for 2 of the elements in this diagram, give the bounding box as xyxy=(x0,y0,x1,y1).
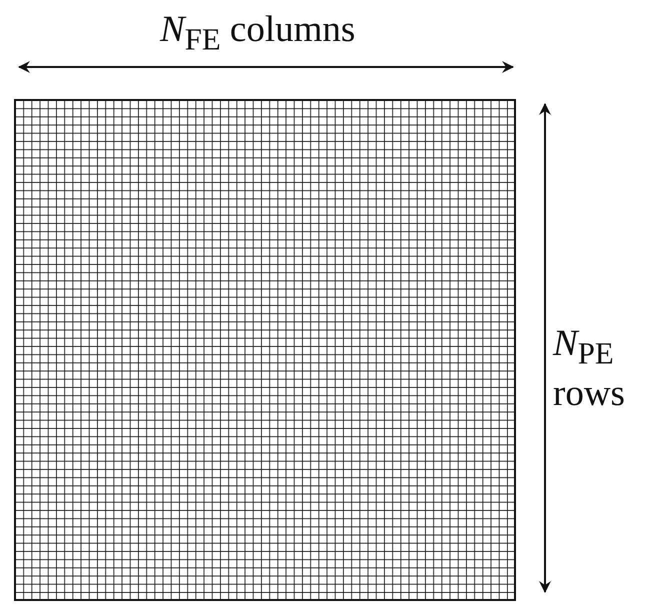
dimension-label: N$_{PE}$ rows xyxy=(553,322,626,416)
dimension-label: N$_{FE}$ columns xyxy=(160,8,356,58)
